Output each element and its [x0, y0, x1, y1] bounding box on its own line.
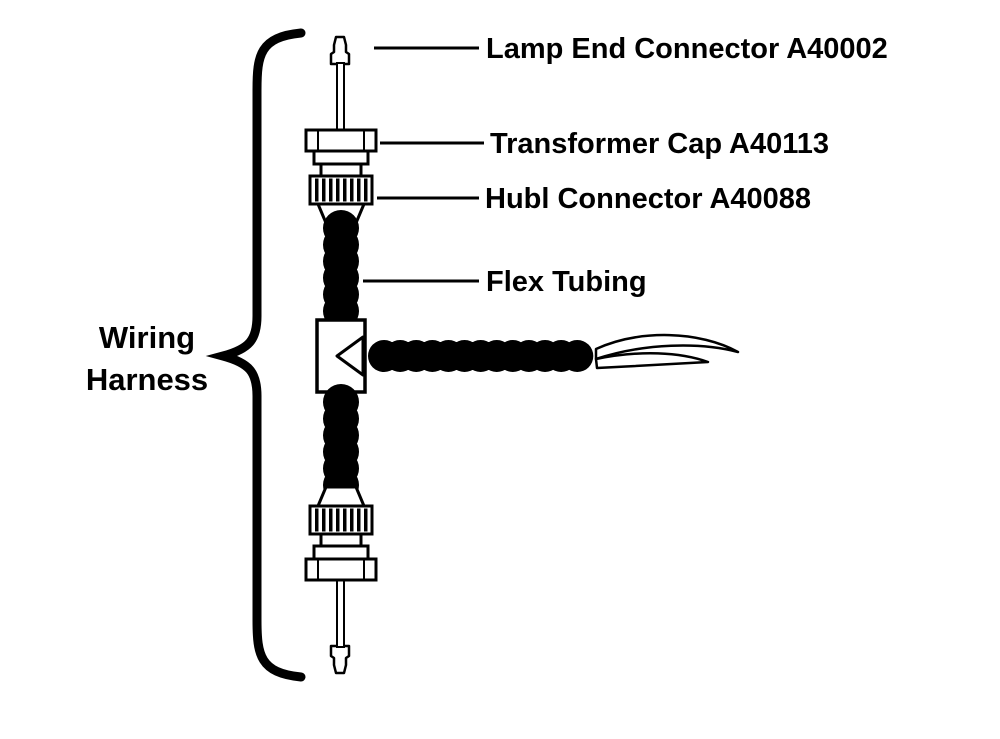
wiring-harness-label-line1: Wiring [99, 320, 195, 355]
wire-end-upper [594, 333, 740, 361]
wire-ends [594, 333, 740, 370]
hub-connector-band [308, 174, 374, 206]
wiring-harness-label: Wiring Harness [86, 320, 208, 397]
transformer-cap-flange [304, 128, 378, 153]
label-hub-connector: Hubl Connector A40088 [485, 183, 811, 215]
connector-wire [336, 62, 345, 133]
end-connector-assembly-top [304, 35, 378, 225]
wiring-harness-label-line2: Harness [86, 362, 208, 397]
label-flex-tubing: Flex Tubing [486, 266, 647, 298]
end-connector-assembly-bottom [306, 487, 376, 673]
lamp-end-connector-tip [329, 35, 351, 66]
t-junction [315, 318, 367, 394]
t-junction-funnel [335, 335, 365, 377]
transformer-cap-neck [319, 162, 363, 178]
wire-end-lower [594, 352, 710, 370]
label-lamp-end-connector: Lamp End Connector A40002 [486, 33, 888, 65]
transformer-cap-mid [312, 149, 370, 166]
curly-brace-icon [205, 28, 306, 682]
label-transformer-cap: Transformer Cap A40113 [490, 128, 829, 160]
